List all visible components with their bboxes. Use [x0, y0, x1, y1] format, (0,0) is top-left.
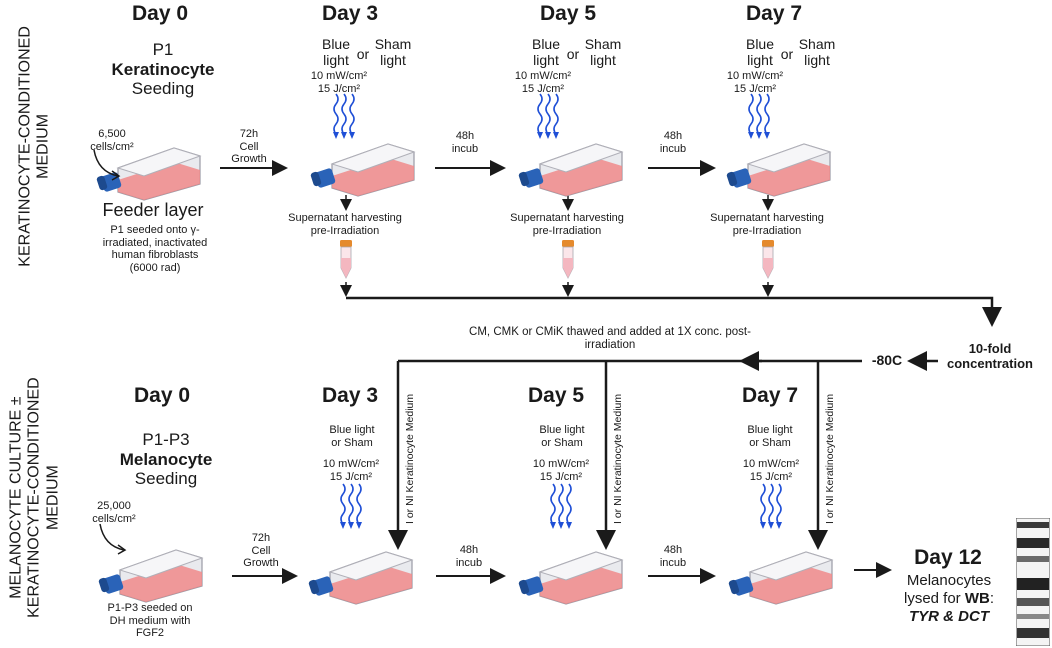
flask-top-day7	[724, 130, 836, 202]
flask-top-day5	[516, 130, 628, 202]
top-day7-title: Day 7	[745, 2, 803, 25]
flask-bottom-day7	[726, 538, 838, 610]
bottom-seeding-block: P1-P3 Melanocyte Seeding	[119, 430, 213, 489]
bottom-day7-title: Day 7	[741, 384, 799, 407]
top-day5-title: Day 5	[539, 2, 597, 25]
day12-title: Day 12	[914, 546, 982, 569]
feeder-title: Feeder layer	[102, 200, 204, 220]
top-seeding-block: P1 Keratinocyte Seeding	[111, 40, 215, 99]
western-blot-strip	[1016, 518, 1050, 646]
bottom-day0-title: Day 0	[133, 384, 191, 407]
light-waves-bottom-day5	[548, 482, 578, 532]
top-day0-title: Day 0	[131, 2, 189, 25]
bottom-day5-title: Day 5	[527, 384, 585, 407]
day12-description: Melanocytes lysed for WB: TYR & DCT	[903, 572, 995, 625]
light-waves-bottom-day7	[758, 482, 788, 532]
light-waves-top-day3	[331, 92, 361, 142]
flask-top-day3	[308, 130, 420, 202]
flask-bottom-day5	[516, 538, 628, 610]
tube-day7	[760, 240, 776, 280]
bottom-day3-title: Day 3	[321, 384, 379, 407]
flask-bottom-day0	[96, 536, 208, 608]
light-waves-bottom-day3	[338, 482, 368, 532]
flask-top-day0	[94, 134, 206, 206]
light-waves-top-day5	[535, 92, 565, 142]
flask-bottom-day3	[306, 538, 418, 610]
feeder-description: P1 seeded onto γ-irradiated, inactivated…	[102, 224, 208, 274]
tube-day5	[560, 240, 576, 280]
light-waves-top-day7	[746, 92, 776, 142]
collection-line	[346, 296, 1002, 327]
freezer-label: -80C	[871, 352, 903, 368]
cm-thaw-text: CM, CMK or CMiK thawed and added at 1X c…	[469, 326, 751, 352]
top-day3-title: Day 3	[321, 2, 379, 25]
tube-day3	[338, 240, 354, 280]
